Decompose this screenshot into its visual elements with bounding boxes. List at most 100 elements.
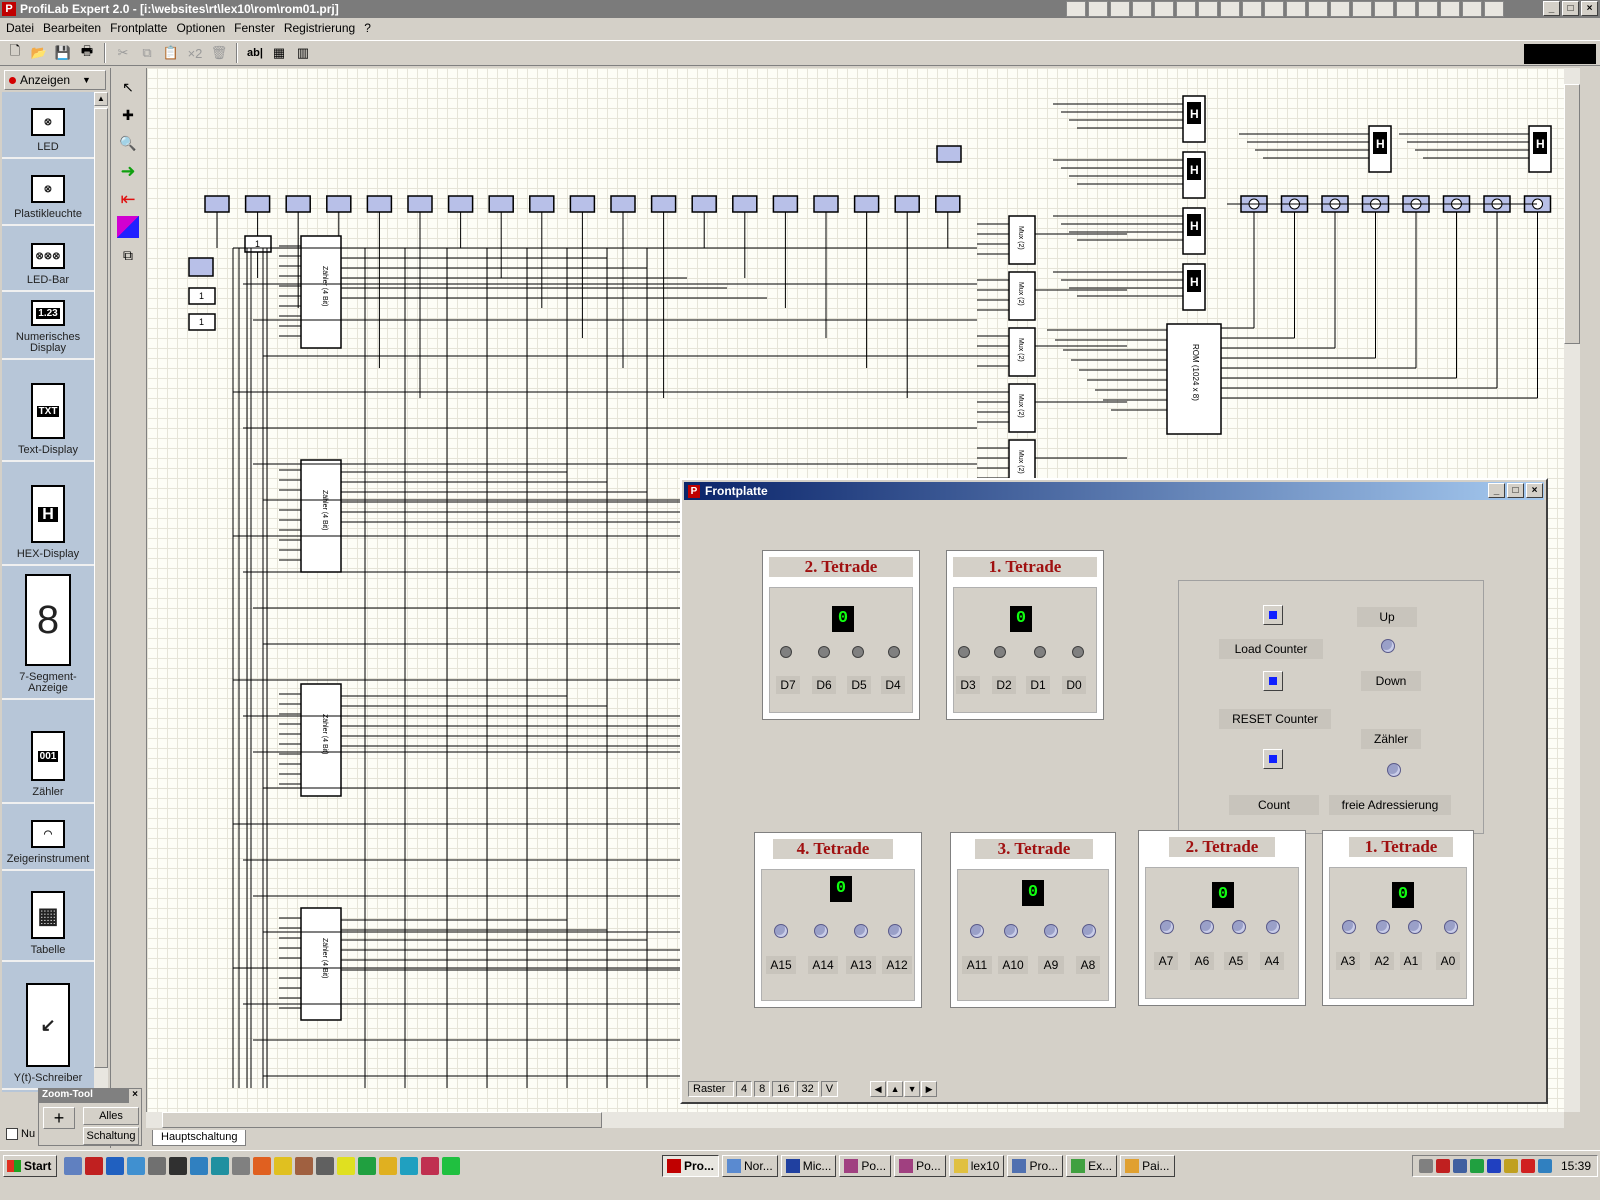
tray-icon[interactable]: [1462, 1, 1482, 17]
menu-datei[interactable]: Datei: [6, 21, 35, 35]
start-button[interactable]: Start: [3, 1155, 57, 1177]
reset-counter-pushbutton[interactable]: [1263, 671, 1283, 691]
palette-item-7-segment[interactable]: 8 7-Segment-Anzeige: [2, 566, 94, 700]
load-counter-pushbutton[interactable]: [1263, 605, 1283, 625]
close-button[interactable]: ×: [1526, 483, 1543, 498]
arrow-right-icon[interactable]: ▶: [921, 1081, 938, 1097]
quicklaunch-icon[interactable]: [421, 1157, 439, 1175]
quicklaunch-icon[interactable]: [64, 1157, 82, 1175]
quicklaunch-icon[interactable]: [442, 1157, 460, 1175]
address-switch[interactable]: [1266, 920, 1280, 934]
canvas-vertical-scrollbar[interactable]: [1564, 68, 1580, 1112]
color-label-icon[interactable]: [117, 216, 139, 238]
category-dropdown[interactable]: Anzeigen ▼: [4, 70, 106, 90]
address-switch[interactable]: [1082, 924, 1096, 938]
quicklaunch-icon[interactable]: [190, 1157, 208, 1175]
scroll-thumb[interactable]: [162, 1112, 602, 1128]
magnifier-icon[interactable]: 🔍: [119, 134, 137, 151]
task-button[interactable]: Po...: [839, 1155, 892, 1177]
save-icon[interactable]: 💾: [54, 45, 72, 60]
pointer-icon[interactable]: ↖: [122, 78, 134, 95]
tray-icon[interactable]: [1440, 1, 1460, 17]
quicklaunch-icon[interactable]: [211, 1157, 229, 1175]
tray-icon[interactable]: [1154, 1, 1174, 17]
quicklaunch-icon[interactable]: [358, 1157, 376, 1175]
canvas-horizontal-scrollbar[interactable]: [146, 1112, 1564, 1128]
tray-icon[interactable]: [1486, 1159, 1501, 1173]
address-switch[interactable]: [854, 924, 868, 938]
maximize-button[interactable]: □: [1507, 483, 1524, 498]
palette-item-tabelle[interactable]: ▦ Tabelle: [2, 871, 94, 962]
open-folder-icon[interactable]: 📂: [30, 45, 48, 60]
tray-icon[interactable]: [1198, 1, 1218, 17]
address-switch[interactable]: [814, 924, 828, 938]
tray-icon[interactable]: [1418, 1159, 1433, 1173]
palette-item-led[interactable]: ⊗ LED: [2, 92, 94, 159]
zoom-in-button[interactable]: +: [43, 1107, 75, 1129]
close-icon[interactable]: ×: [129, 1089, 141, 1103]
minimize-button[interactable]: _: [1488, 483, 1505, 498]
menu-frontplatte[interactable]: Frontplatte: [110, 21, 168, 35]
address-switch[interactable]: [970, 924, 984, 938]
tray-icon[interactable]: [1176, 1, 1196, 17]
tray-icon[interactable]: [1452, 1159, 1467, 1173]
profilab-app-icon[interactable]: P: [2, 2, 16, 16]
task-button[interactable]: Pro...: [1007, 1155, 1064, 1177]
task-button[interactable]: lex10: [948, 1155, 1005, 1177]
task-button[interactable]: Nor...: [722, 1155, 778, 1177]
task-button[interactable]: Pro...: [662, 1155, 720, 1177]
duplicate-button[interactable]: ×2: [187, 45, 203, 61]
address-switch[interactable]: [774, 924, 788, 938]
menu-optionen[interactable]: Optionen: [176, 21, 226, 35]
address-switch[interactable]: [1004, 924, 1018, 938]
raster-option[interactable]: V: [820, 1081, 839, 1097]
menu-help[interactable]: ?: [364, 21, 371, 35]
raster-option[interactable]: 16: [772, 1081, 795, 1097]
menu-registrierung[interactable]: Registrierung: [283, 21, 356, 35]
tray-icon[interactable]: [1396, 1, 1416, 17]
scroll-thumb[interactable]: [1564, 84, 1580, 344]
count-pushbutton[interactable]: [1263, 749, 1283, 769]
address-switch[interactable]: [1342, 920, 1356, 934]
addressing-mode-switch[interactable]: [1387, 763, 1401, 777]
crosshair-icon[interactable]: ✚: [122, 106, 134, 123]
task-button[interactable]: Po...: [894, 1155, 946, 1177]
quicklaunch-icon[interactable]: [379, 1157, 397, 1175]
address-switch[interactable]: [1444, 920, 1458, 934]
scroll-thumb[interactable]: [94, 108, 108, 1068]
tray-icon[interactable]: [1264, 1, 1284, 17]
copy-icon[interactable]: ⧉: [142, 45, 152, 60]
zoom-circuit-button[interactable]: Schaltung: [83, 1127, 139, 1145]
palette-item-zeigerinstrument[interactable]: ◠ Zeigerinstrument: [2, 804, 94, 871]
print-icon[interactable]: 🖶: [80, 43, 94, 58]
tray-icon[interactable]: [1088, 1, 1108, 17]
trash-icon[interactable]: 🗑: [210, 45, 228, 60]
address-switch[interactable]: [1232, 920, 1246, 934]
address-switch[interactable]: [1408, 920, 1422, 934]
quicklaunch-icon[interactable]: [127, 1157, 145, 1175]
palette-item-plastikleuchte[interactable]: ⊗ Plastikleuchte: [2, 159, 94, 226]
palette-scrollbar[interactable]: ▲: [94, 92, 108, 1092]
frontplatte-title-bar[interactable]: P Frontplatte _ □ ×: [684, 482, 1544, 500]
tray-icon[interactable]: [1435, 1159, 1450, 1173]
scissors-icon[interactable]: ✂: [117, 45, 129, 60]
menu-bearbeiten[interactable]: Bearbeiten: [43, 21, 102, 35]
tray-icon[interactable]: [1066, 1, 1086, 17]
sheet-tab-hauptschaltung[interactable]: Hauptschaltung: [152, 1130, 247, 1146]
address-switch[interactable]: [1200, 920, 1214, 934]
palette-item-yt-schreiber[interactable]: ↙ Y(t)-Schreiber: [2, 962, 94, 1090]
raster-option[interactable]: 4: [736, 1081, 753, 1097]
tray-icon[interactable]: [1537, 1159, 1552, 1173]
quicklaunch-icon[interactable]: [295, 1157, 313, 1175]
quicklaunch-icon[interactable]: [106, 1157, 124, 1175]
run-arrow-icon[interactable]: ➜: [120, 160, 136, 181]
palette-item-numerisches-display[interactable]: 1.23 Numerisches Display: [2, 292, 94, 360]
quicklaunch-icon[interactable]: [169, 1157, 187, 1175]
arrow-left-icon[interactable]: ◀: [870, 1081, 887, 1097]
arrow-down-icon[interactable]: ▼: [904, 1081, 921, 1097]
tray-icon[interactable]: [1469, 1159, 1484, 1173]
arrow-up-icon[interactable]: ▲: [887, 1081, 904, 1097]
quicklaunch-icon[interactable]: [400, 1157, 418, 1175]
grid-toggle-icon[interactable]: ▦: [272, 45, 286, 60]
tray-icon[interactable]: [1330, 1, 1350, 17]
